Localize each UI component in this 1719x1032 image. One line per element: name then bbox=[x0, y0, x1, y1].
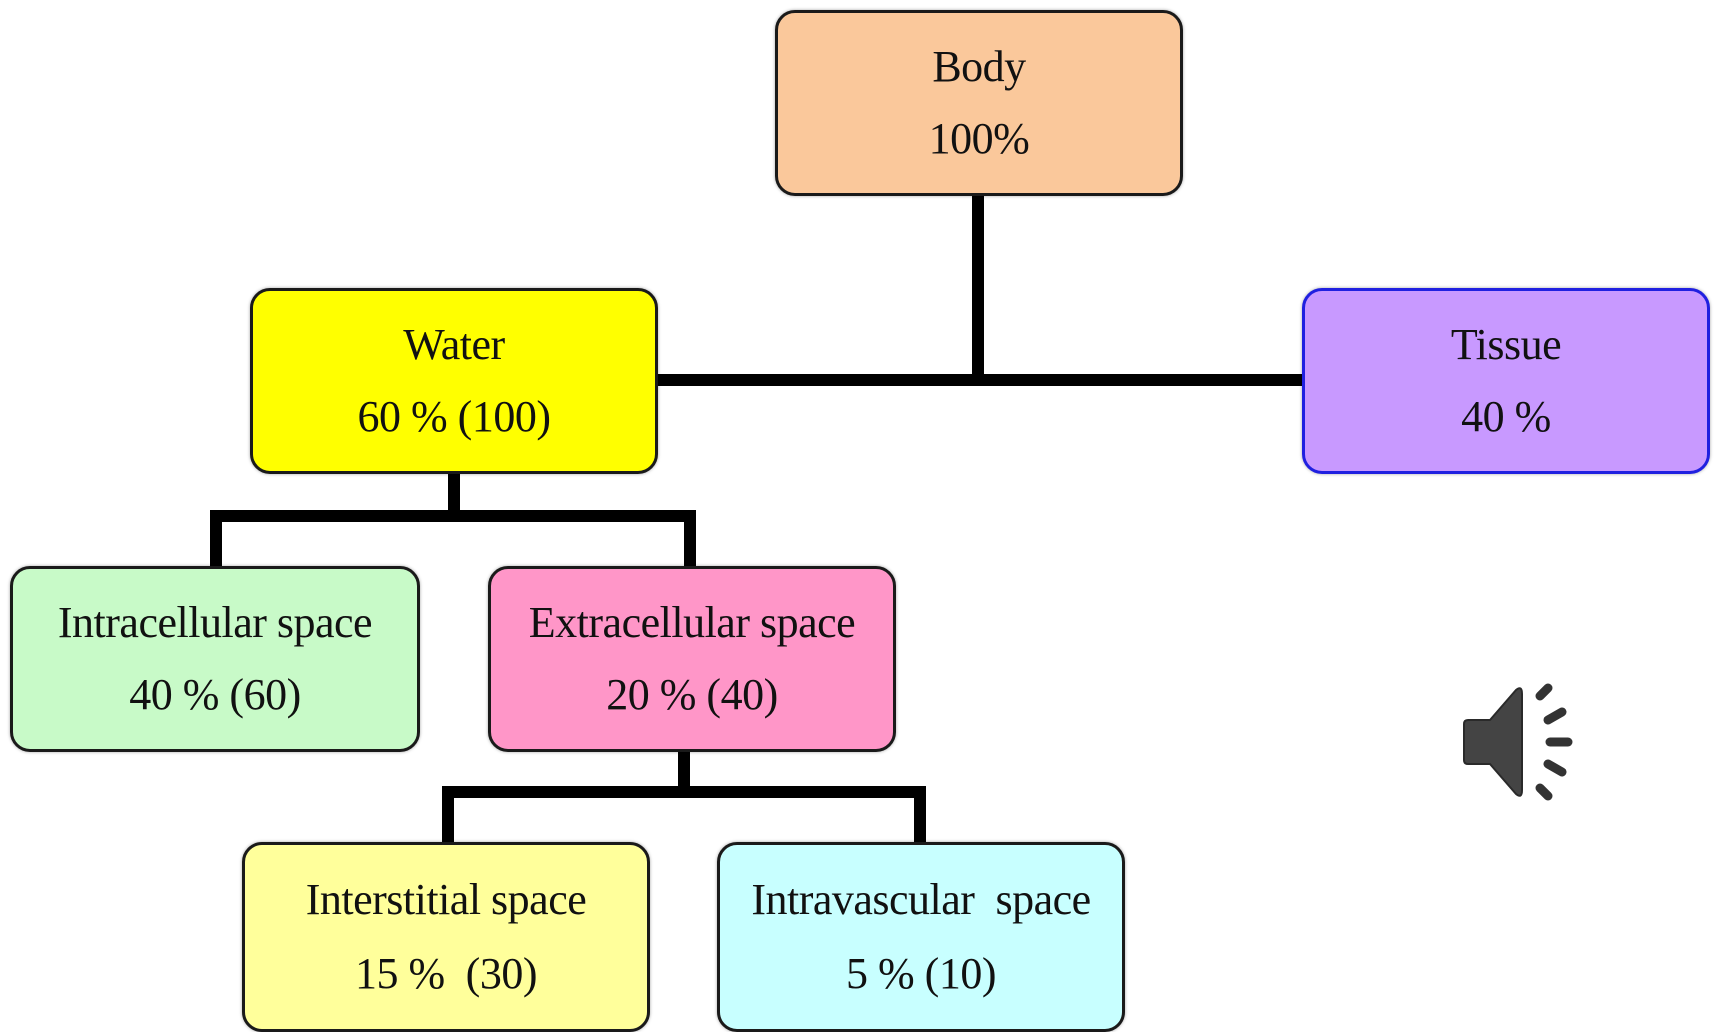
intracellular-node: Intracellular space 40 % (60) bbox=[10, 566, 420, 752]
body-label: Body bbox=[932, 42, 1026, 91]
body-value: 100% bbox=[928, 114, 1030, 163]
water-label: Water bbox=[403, 320, 505, 369]
intracellular-value: 40 % (60) bbox=[129, 670, 301, 719]
tissue-node: Tissue 40 % bbox=[1302, 288, 1710, 474]
extracellular-value: 20 % (40) bbox=[606, 670, 778, 719]
extracellular-label: Extracellular space bbox=[528, 598, 856, 647]
water-node: Water 60 % (100) bbox=[250, 288, 658, 474]
tissue-value: 40 % bbox=[1461, 392, 1551, 441]
intravascular-value: 5 % (10) bbox=[846, 949, 996, 998]
speaker-sound-icon[interactable] bbox=[1460, 682, 1590, 802]
body-node: Body 100% bbox=[775, 10, 1183, 196]
interstitial-node: Interstitial space 15 % (30) bbox=[242, 842, 650, 1032]
intracellular-label: Intracellular space bbox=[57, 598, 373, 647]
tissue-label: Tissue bbox=[1450, 320, 1562, 369]
intravascular-label: Intravascular space bbox=[751, 875, 1091, 924]
water-value: 60 % (100) bbox=[357, 392, 551, 441]
interstitial-label: Interstitial space bbox=[305, 875, 587, 924]
intravascular-node: Intravascular space 5 % (10) bbox=[717, 842, 1125, 1032]
extracellular-node: Extracellular space 20 % (40) bbox=[488, 566, 896, 752]
interstitial-value: 15 % (30) bbox=[355, 949, 537, 998]
